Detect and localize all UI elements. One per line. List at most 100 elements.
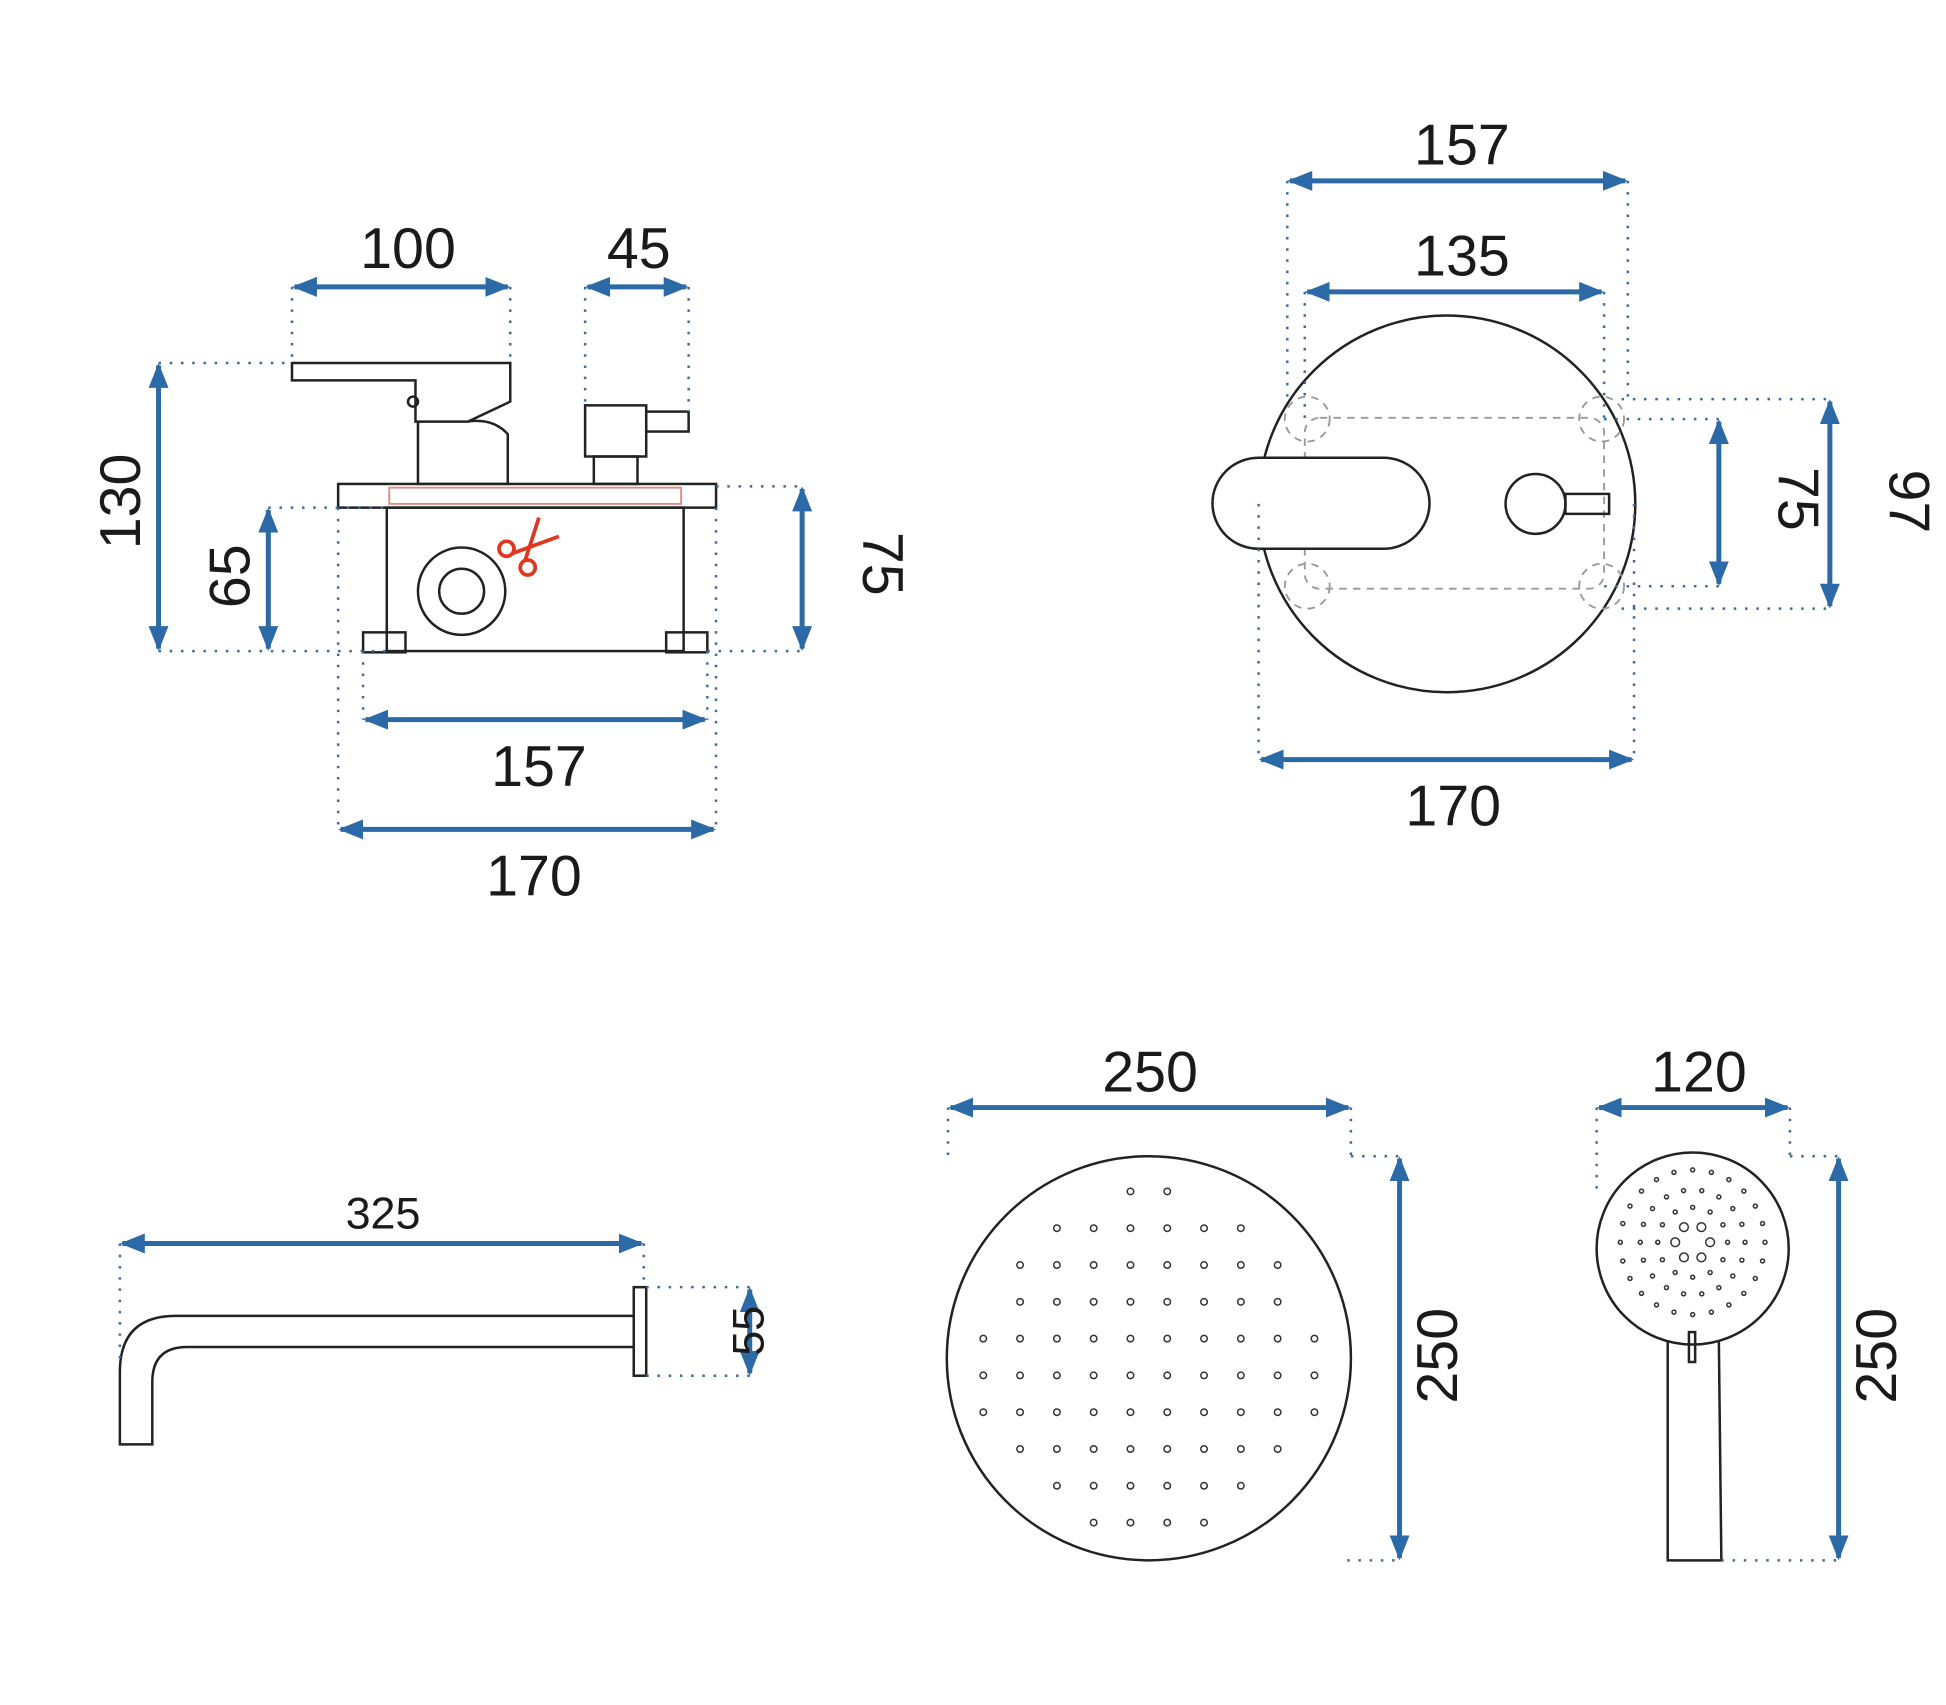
nozzle-dot <box>1236 1297 1245 1306</box>
nozzle-dot <box>1126 1187 1135 1196</box>
nozzle-dot <box>1310 1371 1319 1380</box>
nozzle-dot <box>1052 1371 1061 1380</box>
hand-shower: 120 250 <box>1595 1040 1909 1562</box>
nozzle-dot <box>1680 1187 1687 1194</box>
nozzle-dot <box>1627 1275 1633 1282</box>
nozzle-dot <box>1696 1222 1707 1233</box>
nozzle-dot <box>1741 1188 1747 1194</box>
nozzle-dot <box>1742 1239 1748 1246</box>
nozzle-dot <box>1310 1334 1319 1343</box>
nozzle-dot <box>1126 1297 1135 1306</box>
dim-label-spout-length: 325 <box>346 1188 421 1239</box>
nozzle-dot <box>1620 1220 1626 1227</box>
dim-label-handle-width: 100 <box>360 217 456 281</box>
nozzle-dot <box>1236 1445 1245 1453</box>
nozzle-dot <box>1016 1334 1025 1343</box>
nozzle-dot <box>1163 1187 1172 1196</box>
nozzle-dot <box>1016 1371 1025 1380</box>
nozzle-dot <box>1200 1261 1209 1270</box>
nozzle-dot <box>1200 1481 1209 1490</box>
mixer-front-view: 157 135 75 97 170 <box>1211 114 1941 839</box>
nozzle-dot <box>979 1334 988 1343</box>
nozzle-dot <box>1052 1445 1061 1453</box>
nozzle-dot <box>1126 1261 1135 1270</box>
nozzle-dot <box>1752 1203 1759 1209</box>
dim-label-plate-outer: 157 <box>1414 114 1510 178</box>
nozzle-dot <box>1236 1261 1245 1270</box>
nozzle-dot <box>1016 1261 1025 1270</box>
nozzle-dot <box>1052 1334 1061 1343</box>
nozzle-dot <box>1273 1334 1282 1343</box>
nozzle-dot <box>1689 1274 1696 1280</box>
nozzle-dot <box>1089 1224 1098 1233</box>
nozzle-dot <box>1653 1302 1660 1308</box>
nozzle-dot <box>1716 1194 1722 1200</box>
nozzle-dot <box>1200 1224 1209 1233</box>
nozzle-dot <box>1620 1258 1626 1264</box>
nozzle-dot <box>1163 1408 1172 1417</box>
nozzle-dot <box>1089 1334 1098 1343</box>
nozzle-dot <box>1236 1408 1245 1417</box>
nozzle-dot <box>1273 1371 1282 1380</box>
nozzle-dot <box>1726 1176 1732 1183</box>
nozzle-dot <box>1236 1334 1245 1343</box>
rain-shower-head: 250 250 <box>945 1040 1470 1562</box>
nozzle-dot <box>1200 1371 1209 1380</box>
dim-label-plate-height: 75 <box>850 532 914 596</box>
nozzle-dot <box>1689 1311 1696 1318</box>
nozzle-dot <box>1163 1297 1172 1306</box>
nozzle-dot <box>1163 1334 1172 1343</box>
nozzle-dot <box>1705 1237 1716 1248</box>
nozzle-dot <box>1637 1239 1644 1246</box>
nozzle-dot <box>1617 1239 1624 1246</box>
mixer-side-view: 100 45 130 65 75 157 170 <box>89 217 914 908</box>
nozzle-dot <box>1640 1257 1647 1263</box>
nozzle-dot <box>1126 1445 1135 1453</box>
nozzle-dot <box>1163 1481 1172 1490</box>
nozzle-dot <box>1759 1220 1766 1227</box>
nozzle-dot <box>1236 1481 1245 1490</box>
nozzle-dot <box>1708 1169 1715 1176</box>
nozzle-dot <box>1678 1222 1690 1233</box>
nozzle-dot <box>1739 1257 1745 1263</box>
nozzle-dot <box>1759 1258 1766 1264</box>
nozzle-dot <box>1696 1252 1707 1263</box>
nozzle-dot <box>979 1371 988 1380</box>
nozzle-dot <box>1126 1481 1135 1490</box>
nozzle-dot <box>1672 1269 1678 1276</box>
dim-label-plate-width: 170 <box>486 845 582 909</box>
nozzle-dot <box>1689 1167 1696 1173</box>
nozzle-dot <box>979 1408 988 1417</box>
nozzle-dot <box>1699 1291 1705 1297</box>
dim-label-rain-height: 250 <box>1406 1308 1470 1404</box>
nozzle-dot <box>1671 1309 1677 1315</box>
spout-arm-view: 325 55 <box>118 1188 773 1446</box>
nozzle-dot <box>1627 1203 1633 1209</box>
nozzle-dot <box>1200 1408 1209 1417</box>
nozzle-dot <box>1659 1256 1666 1263</box>
nozzle-dot <box>1126 1334 1135 1343</box>
nozzle-dot <box>1739 1221 1745 1228</box>
nozzle-dot <box>1752 1275 1759 1282</box>
nozzle-dot <box>1200 1334 1209 1343</box>
nozzle-dot <box>1707 1209 1713 1215</box>
dim-label-diverter-width: 45 <box>607 217 671 281</box>
nozzle-dot <box>1200 1518 1209 1527</box>
nozzle-dot <box>1699 1187 1705 1194</box>
nozzle-dot <box>1708 1309 1715 1315</box>
nozzle-dot <box>1089 1371 1098 1380</box>
nozzle-dot <box>1163 1224 1172 1233</box>
nozzle-dot <box>1163 1371 1172 1380</box>
scissors-icon <box>497 517 560 577</box>
nozzle-dot <box>1762 1239 1768 1246</box>
nozzle-dot <box>1653 1176 1660 1183</box>
nozzle-dot <box>1236 1224 1245 1233</box>
dim-label-hand-width: 120 <box>1651 1040 1747 1104</box>
nozzle-dot <box>1126 1408 1135 1417</box>
nozzle-dot <box>1126 1224 1135 1233</box>
nozzle-dot <box>1663 1194 1670 1200</box>
nozzle-dot <box>1730 1205 1736 1212</box>
nozzle-dot <box>1089 1481 1098 1490</box>
nozzle-dot <box>1089 1408 1098 1417</box>
nozzle-dots <box>1617 1167 1768 1318</box>
